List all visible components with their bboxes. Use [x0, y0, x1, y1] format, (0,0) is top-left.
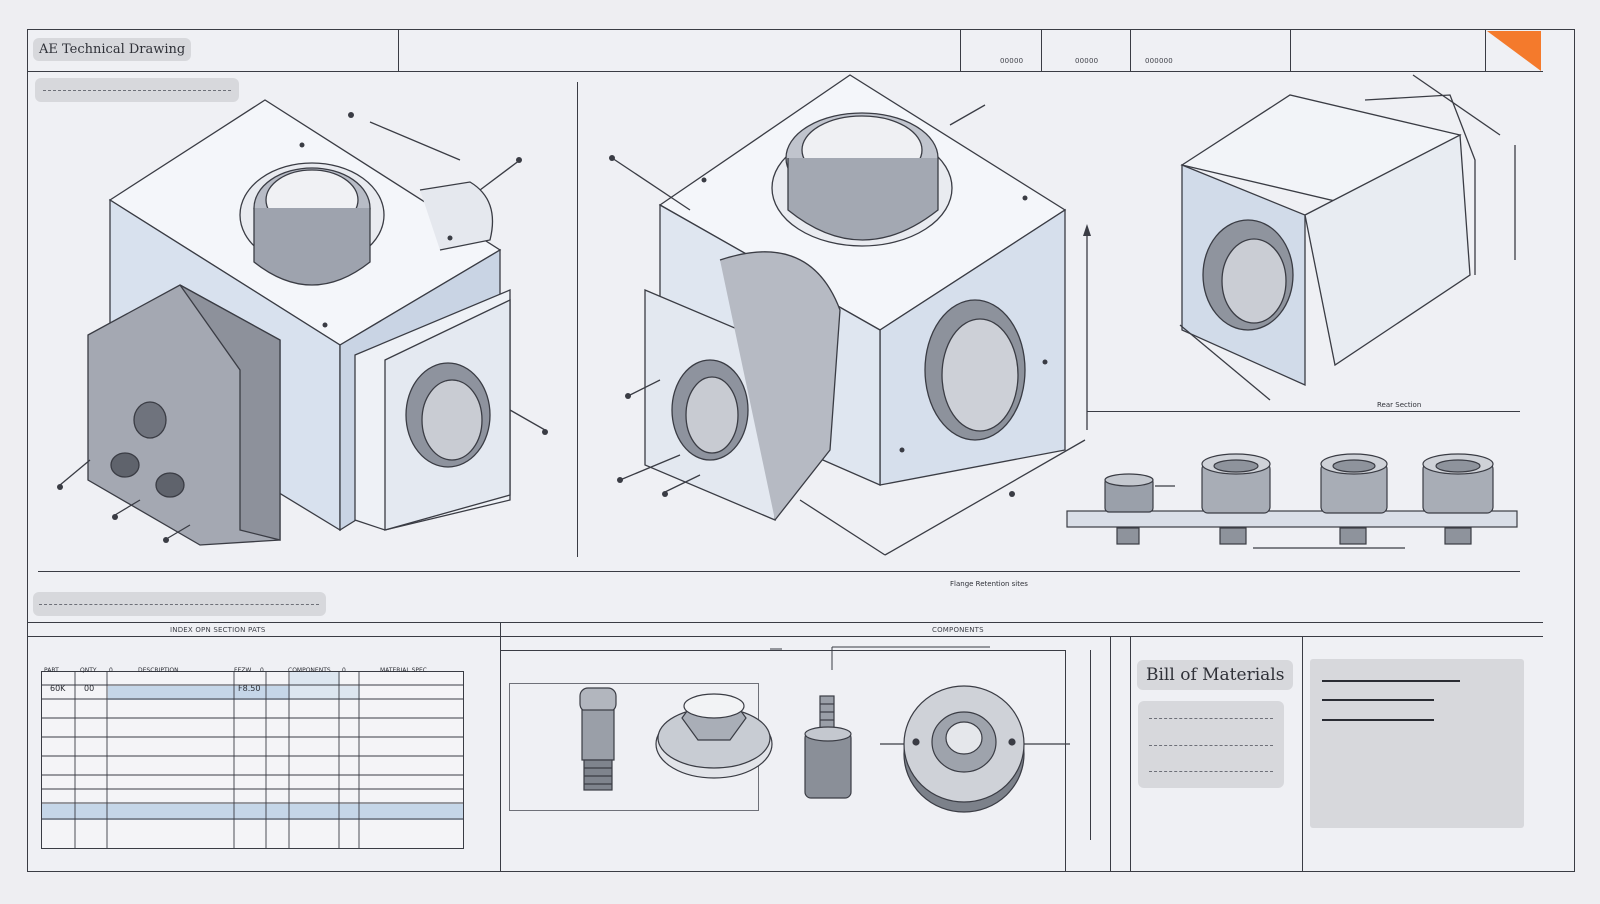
parts-table-cell-fezw: F8.50 — [238, 684, 261, 693]
lower-section-header-rule — [27, 636, 1543, 638]
hex-nut-component-icon — [655, 693, 773, 779]
lower-section-top-rule — [27, 622, 1543, 624]
parts-table-header-0b: 0 — [260, 667, 264, 674]
bom-title: Bill of Materials — [1137, 660, 1294, 690]
header-divider-3 — [1041, 29, 1043, 71]
parts-table-header-qnty: QNTY — [80, 667, 97, 674]
views-bottom-rule — [38, 571, 1520, 573]
stud-component-icon — [804, 695, 852, 799]
header-col-c: 000000 — [1145, 57, 1173, 65]
side-view-caption: Rear Section — [1377, 401, 1422, 409]
lower-divider-1 — [500, 622, 502, 872]
side-view-baseline — [1087, 411, 1520, 413]
parts-table-header-fezw: FEZW — [234, 667, 252, 674]
parts-table-header-material: MATERIAL SPEC — [380, 667, 427, 674]
header-bottom-rule — [27, 71, 1543, 73]
parts-table-header-components: COMPONENTS — [288, 667, 331, 674]
page-title: AE Technical Drawing — [33, 38, 192, 61]
header-col-b: 00000 — [1075, 57, 1099, 65]
notes-panel — [1310, 659, 1524, 828]
components-subrule — [500, 650, 1065, 652]
corner-accent-icon — [1487, 31, 1541, 71]
header-divider-5 — [1290, 29, 1292, 71]
parts-table-cell-part: 60K — [50, 684, 66, 693]
lower-divider-6 — [1302, 636, 1304, 872]
exploded-parts-view — [1066, 453, 1518, 549]
parts-table-header: INDEX OPN SECTION PATS — [170, 626, 266, 634]
isometric-housing-view — [57, 99, 548, 546]
lower-divider-4 — [1110, 636, 1112, 872]
header-divider-6 — [1485, 29, 1487, 71]
parts-table-cell-qnty: 00 — [84, 684, 95, 693]
header-divider-1 — [398, 29, 400, 71]
parts-table-header-part: PART — [44, 667, 59, 674]
view-divider-left — [577, 82, 579, 557]
lower-divider-5 — [1130, 636, 1132, 872]
washer-component-icon — [880, 685, 1070, 813]
isometric-valve-view — [609, 74, 1091, 556]
components-header: COMPONENTS — [932, 626, 984, 634]
section-note-chip — [33, 592, 326, 616]
parts-table-grid — [41, 671, 464, 849]
parts-table-header-0c: 0 — [342, 667, 346, 674]
parts-table-header-0a: 0 — [109, 667, 113, 674]
header-divider-2 — [960, 29, 962, 71]
lower-divider-3 — [1090, 650, 1092, 840]
bolt-component-icon — [579, 687, 617, 791]
lower-divider-2 — [1065, 650, 1067, 872]
side-section-view — [1179, 74, 1516, 401]
parts-table-header-description: DESCRIPTION — [138, 667, 179, 674]
header-divider-4 — [1130, 29, 1132, 71]
bom-list-panel — [1138, 701, 1284, 788]
drawing-note-chip — [35, 78, 239, 102]
section-leader-lines — [770, 646, 990, 670]
exploded-view-caption: Flange Retention sites — [950, 580, 1028, 588]
header-col-a: 00000 — [1000, 57, 1024, 65]
